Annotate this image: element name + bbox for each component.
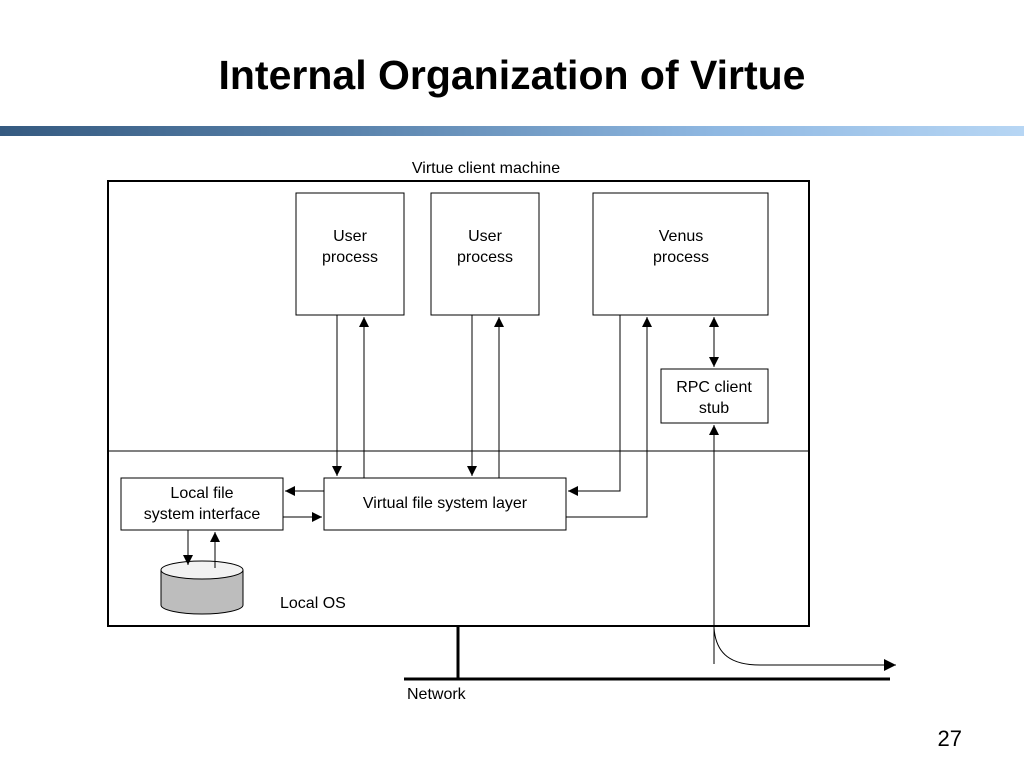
user-process-box-1: User process — [295, 192, 405, 316]
local-disk-icon — [160, 560, 244, 615]
virtual-file-system-layer-box: Virtual file system layer — [323, 477, 567, 531]
venus-process-box: Venus process — [592, 192, 769, 316]
arrow-vfs-to-venus — [566, 317, 652, 518]
user-process-2-line2: process — [457, 249, 513, 266]
local-fs-line2: system interface — [144, 506, 261, 523]
local-file-system-interface-box: Local file system interface — [120, 477, 284, 531]
venus-process-line2: process — [653, 249, 709, 266]
rpc-stub-line1: RPC client — [676, 379, 752, 396]
page-number: 27 — [937, 726, 962, 751]
venus-process-line1: Venus — [659, 228, 703, 245]
local-os-label: Local OS — [280, 595, 346, 612]
rpc-stub-line2: stub — [699, 400, 729, 417]
arrow-venus-to-vfs — [568, 315, 621, 496]
network-label: Network — [407, 686, 467, 703]
user-process-2-line1: User — [468, 228, 502, 245]
vfs-layer-label: Virtual file system layer — [363, 495, 528, 512]
user-process-1-line2: process — [322, 249, 378, 266]
local-fs-line1: Local file — [170, 485, 233, 502]
title-underline-bar — [0, 126, 1024, 136]
slide-title: Internal Organization of Virtue — [218, 52, 806, 98]
rpc-network-line — [713, 627, 896, 671]
rpc-client-stub-box: RPC client stub — [660, 368, 769, 424]
user-process-box-2: User process — [430, 192, 540, 316]
user-process-1-line1: User — [333, 228, 367, 245]
machine-label: Virtue client machine — [412, 160, 560, 177]
